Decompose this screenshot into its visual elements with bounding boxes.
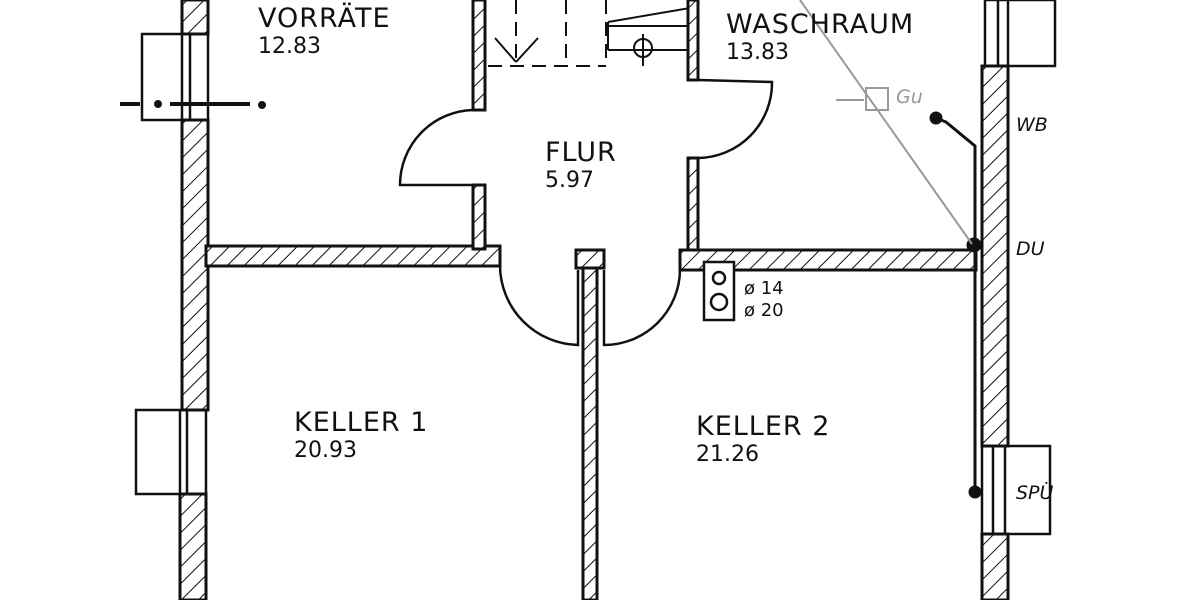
stairs [488,0,691,67]
wall-keller-partition [574,248,606,270]
pencil-guide [799,0,973,245]
annotation-du: DU [1016,238,1045,260]
flue-diameter-2: ø 20 [744,300,784,321]
door-waschraum [697,78,774,160]
window-vorraete [140,32,210,122]
room-keller-1: KELLER 1 20.93 [294,408,428,464]
room-vorraete: VORRÄTE 12.83 [258,4,391,60]
annotation-spue: SPÜ [1016,482,1054,504]
room-waschraum: WASCHRAUM 13.83 [726,10,914,66]
annotation-gu: Gu [896,86,923,108]
annotation-wb: WB [1016,114,1048,136]
door-keller-1 [498,265,580,347]
door-keller-2 [602,269,682,347]
room-name: KELLER 2 [696,411,831,442]
wall-vorraete-keller1 [204,244,502,268]
room-name: KELLER 1 [294,407,429,438]
window-waschraum [983,0,1057,68]
room-area: 21.26 [696,442,759,467]
window-keller-1 [134,408,208,496]
axis-line [120,100,266,109]
room-name: FLUR [545,137,617,168]
flue-diameter-1: ø 14 [744,278,784,299]
wall-keller-partition-lower [581,266,599,600]
room-area: 12.83 [258,34,321,59]
plumbing-line [929,111,982,499]
room-keller-2: KELLER 2 21.26 [696,412,830,468]
room-area: 13.83 [726,40,789,65]
door-vorraete [398,108,474,187]
wall-flur-left [471,0,487,251]
window-keller-2 [980,444,1052,536]
wall-flur-right [686,0,700,252]
left-outer-wall [178,0,210,600]
room-flur: FLUR 5.97 [545,138,617,194]
room-name: WASCHRAUM [726,9,915,40]
chimney [702,260,736,322]
room-area: 20.93 [294,438,357,463]
room-area: 5.97 [545,168,594,193]
room-name: VORRÄTE [258,3,391,34]
